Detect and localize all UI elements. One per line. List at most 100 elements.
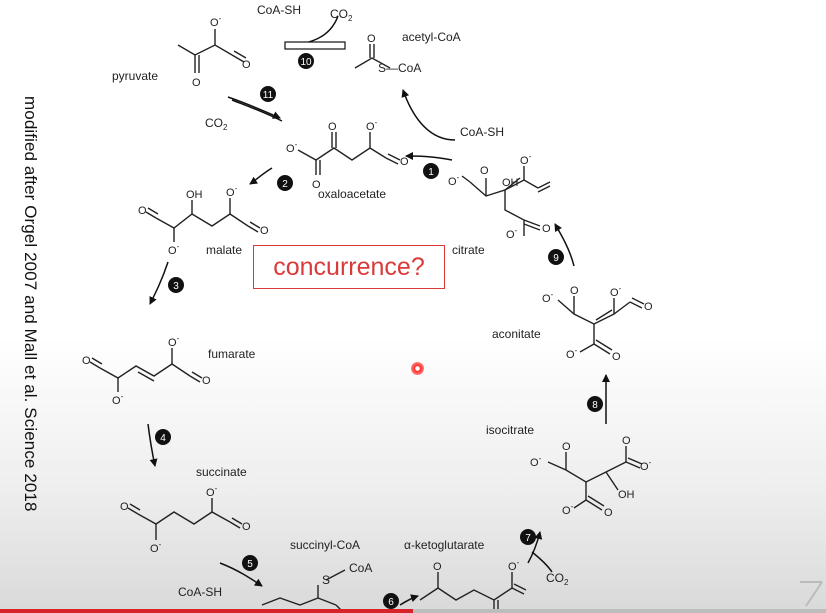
label-alpha-ketoglutarate: α-ketoglutarate [404,538,485,552]
label-coa-sh-bottom: CoA-SH [178,585,222,599]
atom-o-minus: O- [520,152,532,167]
step-badge-11: 11 [260,86,276,102]
label-co2-top: CO2 [330,7,353,23]
arrow-11 [227,96,281,119]
label-aconitate: aconitate [492,327,541,341]
atom-o: O [644,301,653,313]
succinyl-coa-structure [261,569,346,613]
label-citrate: citrate [452,243,485,257]
pyruvate-structure [177,29,247,73]
side-credit-text: modified after Orgel 2007 and Mall et al… [21,96,40,512]
atom-o-minus: O- [112,392,124,407]
label-co2-pyr: CO2 [205,116,228,132]
label-isocitrate: isocitrate [486,423,534,437]
atom-o-minus: O- [210,14,222,29]
pointer-dot-icon [411,362,424,375]
atom-o-minus: O- [168,334,180,349]
arrow-6 [399,594,419,606]
atom-oh: OH [618,489,635,501]
atom-o: O [82,355,91,367]
atom-o-minus: O- [566,346,578,361]
acetyl-coa-structure [354,44,391,69]
arrow-2 [249,167,273,185]
step-badge-5: 5 [242,555,258,571]
step-badge-2: 2 [277,175,293,191]
atom-o: O [542,223,551,235]
arrow-4 [147,423,158,467]
atom-oh: OH [186,189,203,201]
label-acetyl-coa: acetyl-CoA [402,30,461,44]
oxaloacetate-structure [297,132,401,175]
atom-o: O [242,59,251,71]
aconitate-structure [557,296,645,355]
atom-o-minus: O- [508,558,520,573]
step-badge-10: 10 [298,53,314,69]
atom-oh: OH [502,177,519,189]
atom-o-minus: O- [530,454,542,469]
atom-o-minus: O- [448,173,460,188]
atom-o: O [242,521,251,533]
atom-o-minus: O- [226,184,238,199]
atom-o-minus: O- [640,458,652,473]
molecule-labels: pyruvate acetyl-CoA S—CoA CoA-SH CO2 CO2… [112,3,569,599]
arrow-1 [405,152,453,161]
label-coa-sh-top: CoA-SH [257,3,301,17]
label-fumarate: fumarate [208,347,256,361]
step-badge-4: 4 [155,429,171,445]
atom-o: O [433,561,442,573]
atom-o: O [367,33,376,45]
arrow-5 [219,562,263,587]
reaction-arrows [147,15,610,606]
atom-o: O [192,77,201,89]
atom-o-minus: O- [366,118,378,133]
svg-text:7: 7 [525,533,531,544]
atom-o: O [138,205,147,217]
step-badges: 10 11 1 2 3 4 5 6 7 8 9 [155,53,603,609]
arrow-3 [149,261,169,305]
isocitrate-structure [547,446,643,511]
atom-o: O [604,507,613,519]
svg-text:6: 6 [388,597,394,608]
atom-o: O [312,179,321,191]
label-s-succinyl: S [322,573,330,587]
svg-text:2: 2 [282,179,288,190]
atom-o: O [480,165,489,177]
atom-o: O [570,285,579,297]
alpha-ketoglutarate-structure [419,572,527,612]
atom-o-minus: O- [150,540,162,555]
atom-o-minus: O- [562,502,574,517]
arrow-7 [527,531,543,564]
fumarate-structure [89,348,203,392]
label-succinate: succinate [196,465,247,479]
step-badge-9: 9 [548,249,564,265]
atom-o-minus: O- [506,226,518,241]
svg-text:11: 11 [263,90,274,101]
atom-o: O [120,501,129,513]
atom-o: O [328,121,337,133]
atom-o: O [562,441,571,453]
svg-text:9: 9 [553,253,559,264]
label-pyruvate: pyruvate [112,69,158,83]
atom-o: O [260,225,269,237]
step-badge-7: 7 [520,529,536,545]
corner-mark-icon [800,581,823,607]
step-badge-3: 3 [168,277,184,293]
video-progress-bar[interactable] [0,609,826,613]
step-badge-6: 6 [383,593,399,609]
step-badge-1: 1 [423,163,439,179]
atom-o: O [400,156,409,168]
svg-text:1: 1 [428,167,434,178]
svg-text:5: 5 [247,559,253,570]
succinate-structure [127,498,243,540]
atom-o: O [202,375,211,387]
malate-structure [145,198,261,242]
atom-o-minus: O- [286,140,298,155]
label-coa-succinyl: CoA [349,561,372,575]
step-badge-8: 8 [587,396,603,412]
atom-o-minus: O- [206,484,218,499]
label-s-coa: S—CoA [378,61,421,75]
svg-text:3: 3 [173,281,179,292]
atom-o: O [622,435,631,447]
svg-text:8: 8 [592,400,598,411]
